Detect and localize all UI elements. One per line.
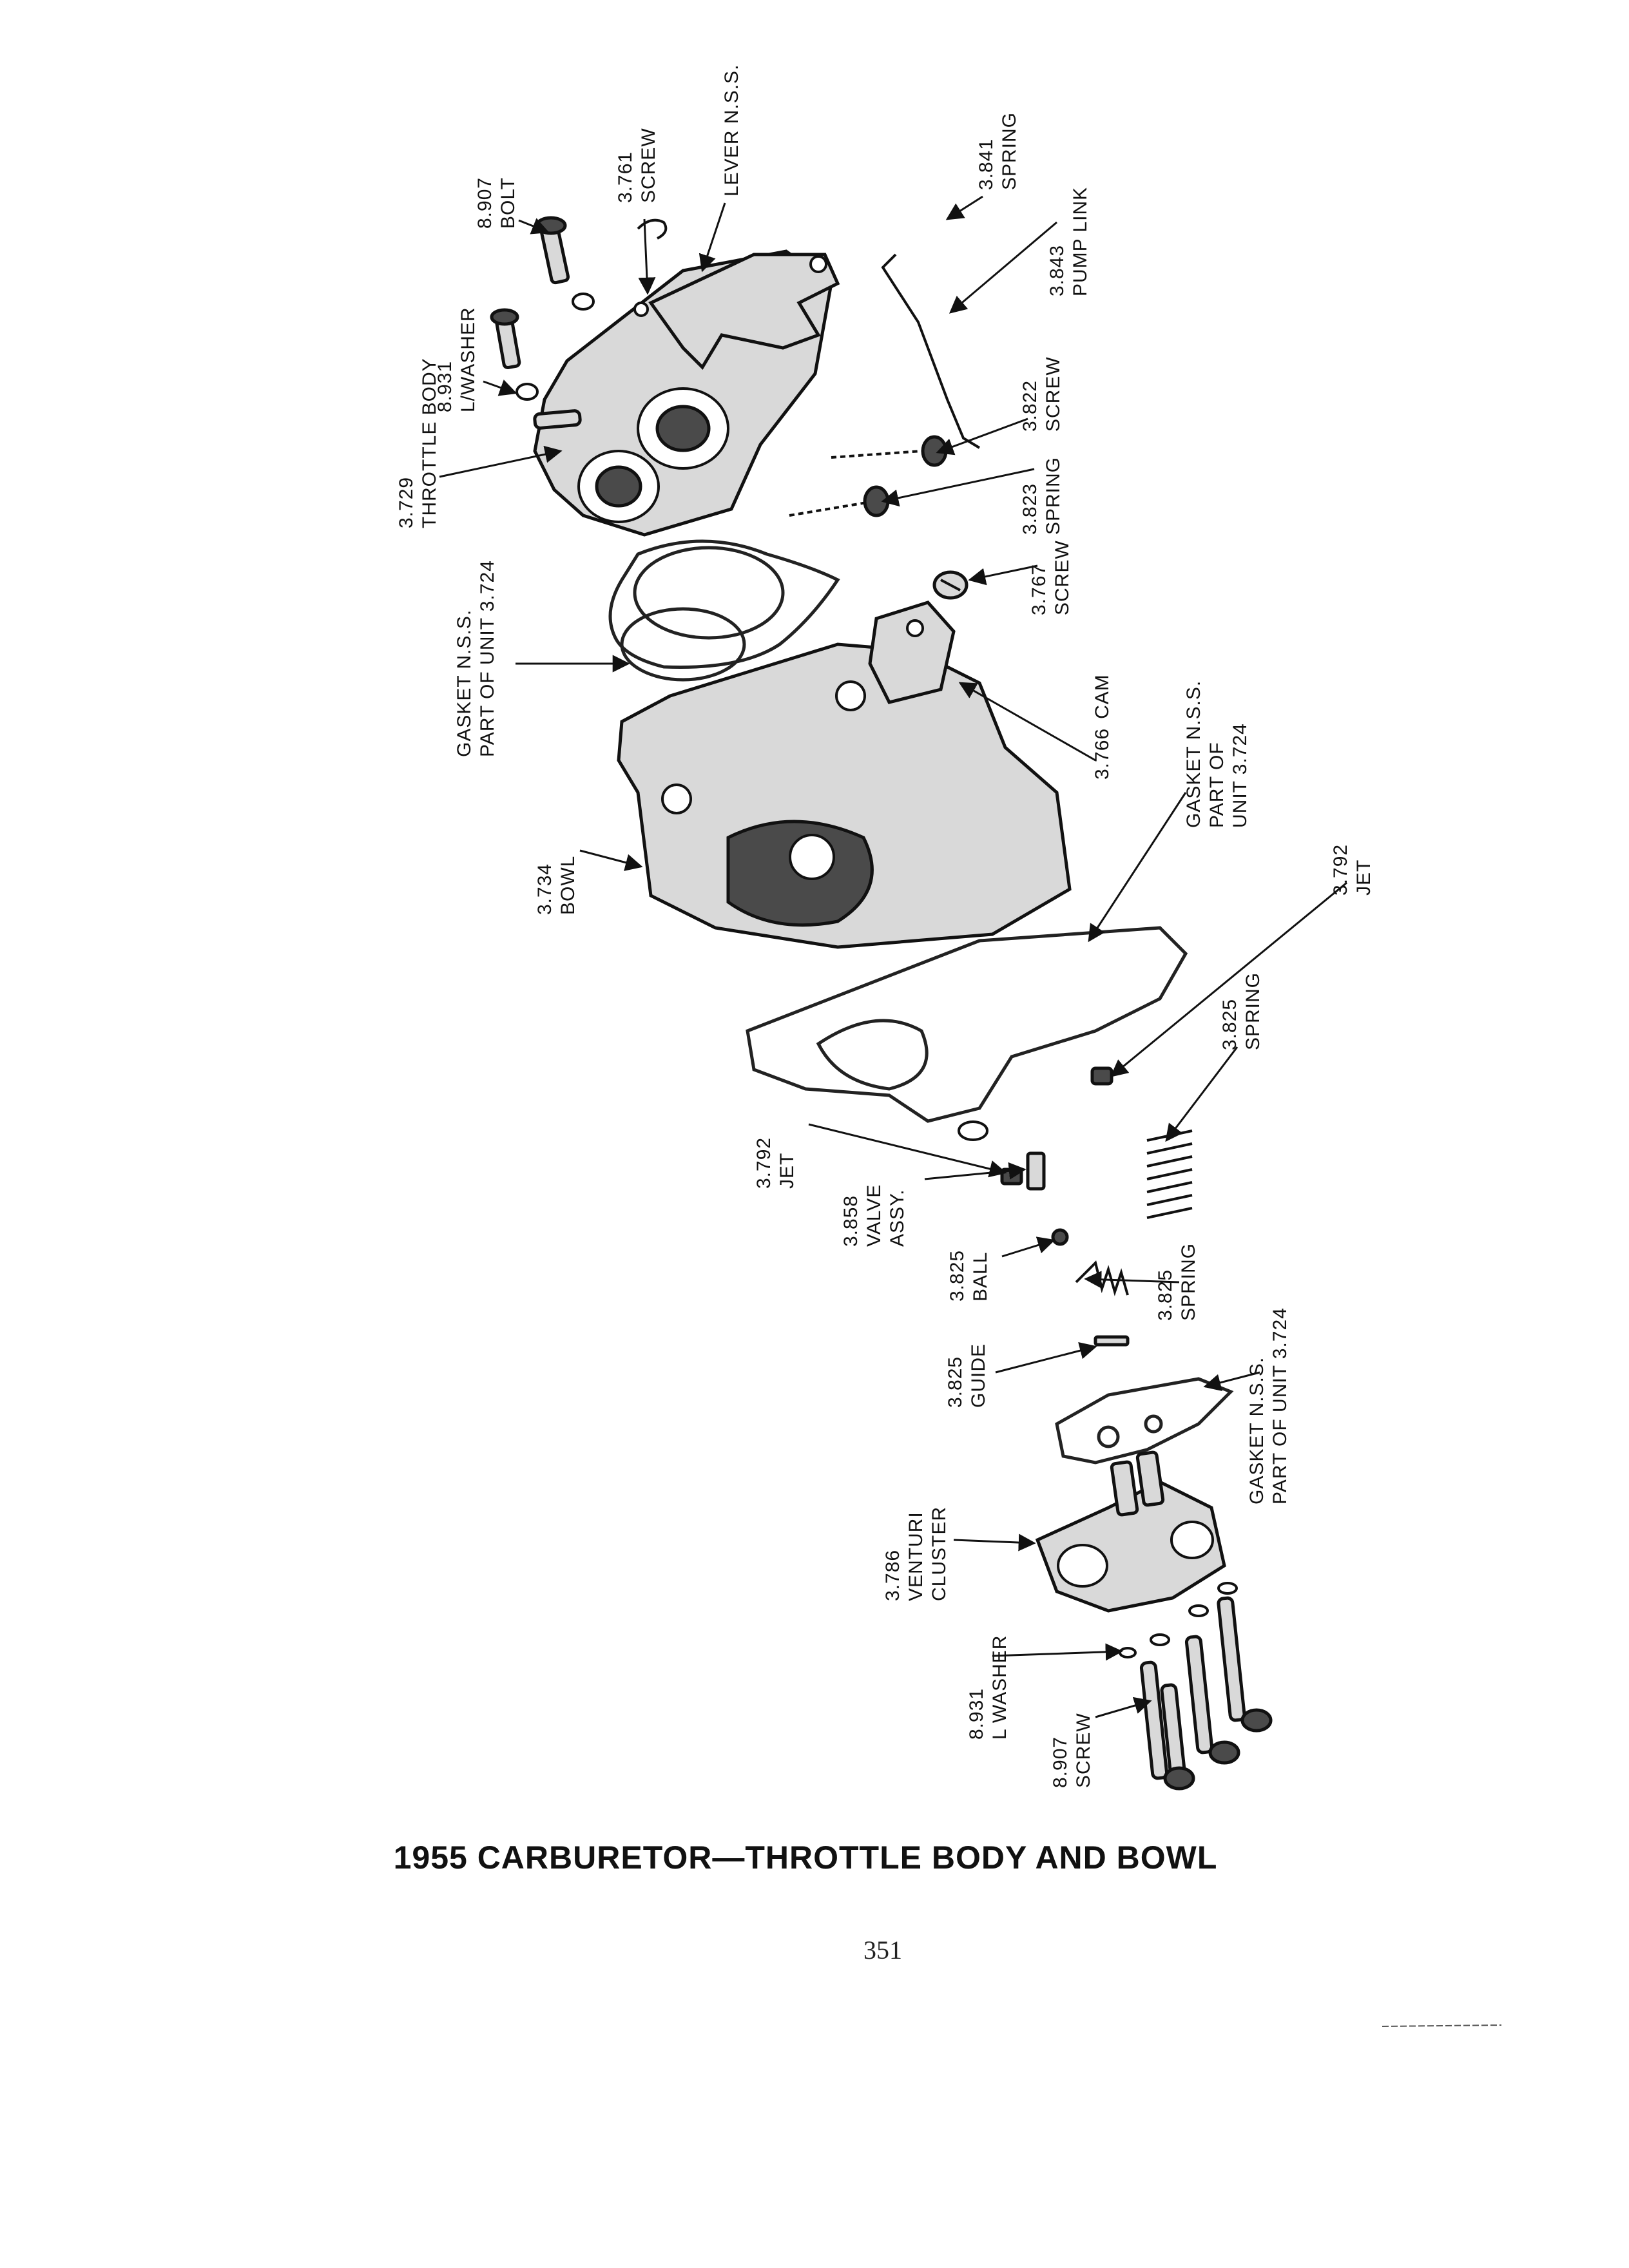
venturi-cluster-part bbox=[1035, 1450, 1226, 1613]
upper-gasket-part bbox=[608, 539, 840, 682]
callout-lever: LEVER N.S.S. bbox=[721, 64, 742, 197]
scan-artifact-line bbox=[1382, 2024, 1502, 2027]
cam-screw-part bbox=[932, 570, 969, 600]
bolt-part bbox=[535, 216, 595, 311]
cluster-gasket-part bbox=[1055, 1377, 1234, 1465]
idle-screw-part bbox=[789, 435, 948, 517]
callout-cam: 3.766CAM bbox=[1092, 674, 1113, 780]
check-ball-part bbox=[1051, 1228, 1130, 1347]
bowl-part bbox=[617, 601, 1072, 949]
figure-title: 1955 CARBURETOR—THROTTLE BODY AND BOWL bbox=[394, 1840, 1218, 1876]
page-number: 351 bbox=[863, 1936, 902, 1965]
leader-lines bbox=[439, 195, 1347, 1718]
valve-jet-part bbox=[958, 1066, 1113, 1191]
callout-gasket-upper: GASKET N.S.S.PART OF UNIT 3.724 bbox=[454, 560, 498, 757]
throttle-body-part bbox=[533, 249, 840, 537]
cluster-screws-part bbox=[1119, 1582, 1273, 1791]
parts-illustration bbox=[490, 216, 1273, 1791]
callout-gasket-lower: GASKET N.S.S.PART OF UNIT 3.724 bbox=[1246, 1307, 1291, 1504]
lower-gasket-part bbox=[746, 926, 1188, 1123]
coil-spring-part bbox=[1146, 1129, 1193, 1219]
lockwasher-bolt-part bbox=[490, 308, 539, 401]
